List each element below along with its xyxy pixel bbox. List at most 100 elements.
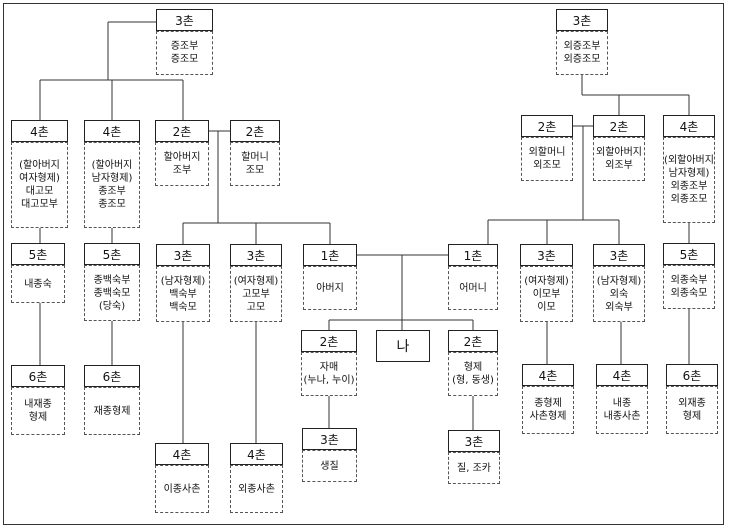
relation-line: 외숙부 [605, 301, 633, 313]
relation-box: 생질 [302, 450, 357, 482]
degree-label: 1촌 [303, 244, 357, 266]
relation-line: 이모 [537, 301, 556, 313]
degree-label: 2촌 [521, 115, 573, 137]
relation-line: 종백숙모 [93, 287, 131, 299]
degree-label: 3촌 [556, 9, 608, 31]
self-label: 나 [396, 339, 410, 355]
relation-line: (할아버지 [19, 160, 60, 171]
relation-line: 남자형제) [668, 168, 710, 179]
relation-line: 아버지 [316, 282, 344, 294]
relation-line: 외증조모 [563, 54, 601, 65]
relation-box: 외종사촌 [230, 465, 283, 513]
relation-line: 내종 [612, 398, 632, 409]
degree-label: 2촌 [230, 120, 280, 142]
self-node: 나 [376, 330, 430, 362]
relation-line: 형제 [28, 412, 48, 423]
relation-line: 외종숙모 [670, 288, 708, 299]
relation-line: 어머니 [459, 282, 487, 294]
relation-line: 외종숙부 [670, 275, 708, 286]
relation-line: 조모 [245, 165, 265, 176]
relation-line: 여자형제) [19, 173, 60, 184]
degree-label: 6촌 [84, 365, 140, 387]
relation-line: 외할머니 [528, 147, 566, 158]
relation-line: 이종사촌 [163, 483, 201, 495]
relation-line: 외조부 [605, 160, 633, 171]
relation-line: (남자형제) [160, 275, 206, 287]
relation-line: 외숙 [609, 288, 629, 300]
degree-label: 2촌 [593, 115, 645, 137]
relation-line: 자매 [319, 362, 339, 373]
relation-line: 내재종 [24, 399, 52, 410]
relation-line: 종조모 [98, 199, 126, 210]
relation-line: 할머니 [241, 152, 269, 163]
relation-line: 할아버지 [163, 152, 201, 163]
relation-box: 내종숙 [11, 265, 65, 303]
relation-line: 백숙부 [169, 288, 197, 300]
degree-label: 3촌 [230, 244, 282, 266]
degree-label: 4촌 [522, 364, 574, 386]
degree-label: 4촌 [84, 120, 140, 142]
relation-line: 조부 [172, 165, 192, 176]
degree-label: 2촌 [301, 330, 357, 352]
relation-line: (여자형제) [524, 275, 569, 287]
relation-line: 외종조부 [670, 181, 708, 192]
relation-line: 종조부 [98, 186, 126, 197]
degree-label: 5촌 [11, 243, 65, 265]
degree-label: 1촌 [448, 244, 498, 266]
relation-line: 종백숙부 [93, 274, 131, 286]
relation-line: 생질 [320, 460, 339, 472]
relation-box: 자매(누나, 누이) [301, 352, 357, 396]
relation-box: 형제(형, 동생) [448, 352, 498, 396]
degree-label: 2촌 [155, 120, 209, 142]
relation-line: 형제 [682, 411, 702, 422]
relation-line: 대고모부 [21, 199, 58, 210]
relation-line: 외종조모 [670, 194, 708, 205]
relation-line: 외할아버지 [596, 147, 642, 158]
degree-label: 3촌 [302, 428, 357, 450]
degree-label: 3촌 [593, 244, 645, 266]
degree-label: 3촌 [156, 9, 213, 31]
relation-line: (할아버지 [91, 160, 133, 171]
relation-line: 내종숙 [24, 278, 52, 290]
relation-line: 고모 [246, 301, 266, 313]
relation-line: 증조부 [170, 41, 199, 52]
degree-label: 6촌 [11, 365, 65, 387]
relation-line: 사촌형제 [529, 411, 567, 422]
relation-line: 외증조부 [563, 41, 601, 52]
relation-line: 외재종 [678, 398, 706, 409]
relation-line: 질, 조카 [457, 462, 491, 474]
relation-line: 외종사촌 [238, 483, 275, 495]
degree-label: 2촌 [448, 330, 498, 352]
relation-box: 재종형제 [84, 387, 140, 435]
degree-label: 5촌 [663, 243, 715, 265]
relation-line: 내종사촌 [603, 411, 641, 422]
degree-label: 4촌 [11, 120, 68, 142]
degree-label: 6촌 [666, 364, 718, 386]
relation-line: 종형제 [534, 398, 562, 409]
relation-line: 이모부 [532, 288, 561, 300]
relation-box: 아버지 [303, 266, 357, 310]
degree-label: 4촌 [596, 364, 648, 386]
relation-box: 어머니 [448, 266, 498, 310]
degree-label: 3촌 [448, 430, 500, 452]
degree-label: 4촌 [663, 115, 715, 137]
diagram-frame [3, 3, 724, 525]
relation-line: 백숙모 [169, 301, 197, 313]
relation-line: 대고모 [25, 186, 54, 197]
relation-line: 외조모 [533, 160, 561, 171]
relation-line: (여자형제) [233, 275, 279, 287]
